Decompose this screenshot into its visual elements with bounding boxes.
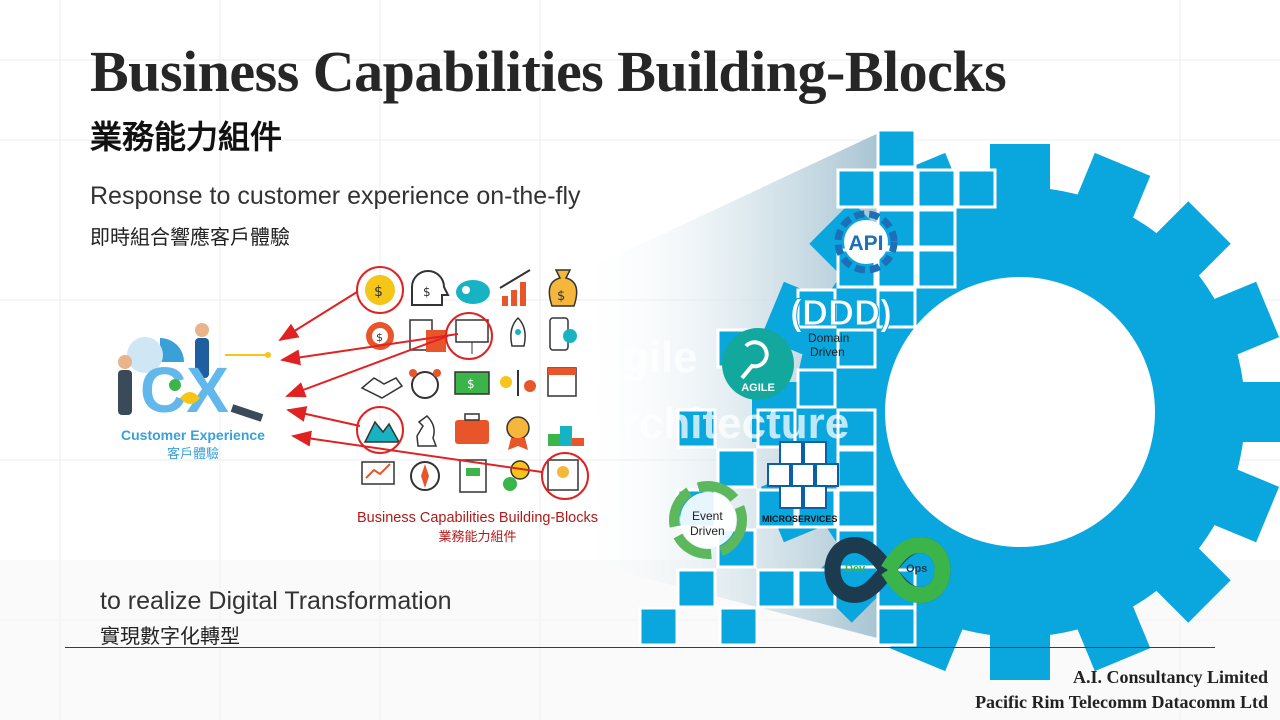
target-coin-icon: $ — [366, 322, 394, 350]
alarm-clock-icon — [409, 369, 441, 399]
ddd-sub-1: Domain — [808, 331, 849, 345]
red-arrows — [278, 291, 543, 473]
event-driven-label-2: Driven — [690, 524, 725, 538]
event-driven-label-1: Event — [692, 509, 723, 523]
calculator-invoice-icon — [409, 319, 446, 352]
ddd-label: (DDD) — [790, 292, 892, 333]
lightbulb-dollar-icon: $ — [365, 275, 395, 305]
presentation-board-icon — [455, 319, 489, 354]
response-text-zh: 即時組合響應客戶體驗 — [90, 225, 290, 249]
microservices-icon — [767, 441, 839, 509]
money-bag-icon: $ — [548, 269, 578, 307]
dev-label: Dev — [845, 563, 866, 575]
building-blocks-caption: Business Capabilities Building-Blocks 業務… — [335, 510, 620, 545]
monitor-chart-icon — [361, 461, 395, 485]
company-name-2: Pacific Rim Telecomm Datacomm Ltd — [975, 692, 1268, 712]
growth-chart-icon — [499, 269, 531, 306]
svg-text:$: $ — [557, 289, 565, 304]
compass-icon — [410, 461, 440, 491]
building-blocks-caption-zh: 業務能力組件 — [438, 530, 517, 545]
ops-label: Ops — [906, 563, 927, 575]
svg-text:$: $ — [376, 331, 383, 344]
company-name-1: A.I. Consultancy Limited — [1072, 667, 1268, 687]
head-dollar-icon: $ — [411, 270, 450, 306]
briefcase-icon — [455, 413, 489, 444]
cx-caption: Customer Experience 客戶體驗 — [108, 427, 278, 462]
svg-text:AGILE: AGILE — [741, 382, 775, 394]
banknotes-icon: $ — [454, 371, 490, 395]
realize-text: to realize Digital Transformation — [100, 587, 452, 615]
handshake-icon — [360, 377, 404, 399]
svg-text:$: $ — [423, 285, 431, 299]
calendar-icon — [547, 367, 577, 397]
chess-knight-icon — [416, 415, 438, 447]
medal-icon — [506, 416, 530, 450]
devops-icon — [824, 536, 951, 604]
agile-icon: AGILE — [722, 328, 794, 400]
highlight-circles — [356, 266, 589, 500]
piggy-bank-icon — [456, 280, 490, 304]
divider-line — [65, 647, 1215, 648]
realize-text-zh: 實現數字化轉型 — [100, 624, 240, 648]
phone-payment-icon — [549, 317, 577, 351]
api-icon: API — [834, 210, 898, 274]
page-title: Business Capabilities Building-Blocks — [90, 39, 1007, 104]
mountain-flag-icon — [363, 420, 401, 443]
cx-caption-en: Customer Experience — [121, 427, 265, 443]
svg-text:$: $ — [467, 377, 475, 391]
cx-illustration: CX — [118, 323, 271, 426]
idea-coin-icon — [503, 460, 530, 491]
building-blocks-caption-en: Business Capabilities Building-Blocks — [357, 510, 598, 526]
svg-text:CX: CX — [140, 354, 229, 426]
balance-scale-icon — [500, 370, 536, 396]
podium-icon — [548, 426, 584, 446]
microservices-label: MICROSERVICES — [762, 514, 837, 524]
agile-watermark-2: Architecture — [590, 399, 849, 448]
event-driven-icon — [669, 481, 747, 559]
capability-icon-grid: $ $ $ $ $ — [360, 269, 584, 493]
rocket-icon — [510, 316, 526, 347]
response-text: Response to customer experience on-the-f… — [90, 182, 581, 210]
svg-text:$: $ — [374, 284, 383, 300]
page-subtitle-zh: 業務能力組件 — [90, 118, 283, 156]
document-money-icon — [459, 459, 487, 493]
certificate-icon — [547, 459, 579, 491]
svg-text:API: API — [848, 232, 883, 255]
agile-watermark-1: Agile — [590, 333, 698, 382]
ddd-sub-2: Driven — [810, 345, 845, 359]
cx-caption-zh: 客戶體驗 — [166, 447, 219, 462]
